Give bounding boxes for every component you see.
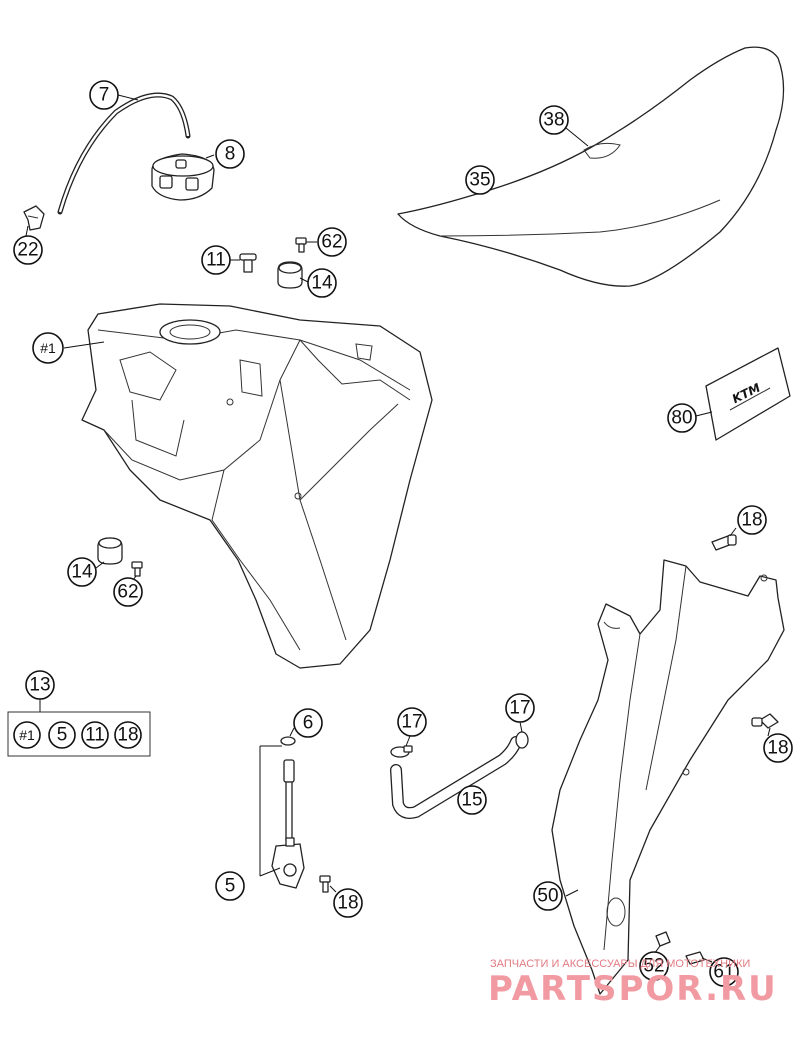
callout-35: 35 xyxy=(465,165,495,195)
callout-15-label: 15 xyxy=(461,790,482,811)
callout-13-label: 13 xyxy=(29,675,50,696)
callout-7-label: 7 xyxy=(99,85,110,106)
callout-17-right: 17 xyxy=(505,693,535,723)
kit-13-item-1: #1 xyxy=(13,721,41,749)
callout-22-label: 22 xyxy=(17,240,38,261)
callout-52-label: 52 xyxy=(643,956,664,977)
callout-18-tap: 18 xyxy=(333,888,363,918)
fuel-tank xyxy=(81,303,433,669)
callout-62-lower-label: 62 xyxy=(117,582,138,603)
hose-clamp-17-left xyxy=(390,745,413,758)
callout-5-label: 5 xyxy=(225,876,236,897)
fuel-cap xyxy=(151,153,215,201)
callout-15: 15 xyxy=(457,785,487,815)
callout-80-label: 80 xyxy=(671,408,692,429)
breather-elbow-fitting xyxy=(23,205,45,231)
callout-18-tap-label: 18 xyxy=(337,893,358,914)
leader-lines xyxy=(25,94,771,963)
hose-clamp-17-right xyxy=(515,731,529,749)
callout-62-upper-label: 62 xyxy=(321,232,342,253)
callout-1-label: #1 xyxy=(40,340,56,356)
bolt-18-right xyxy=(751,713,779,729)
callout-22: 22 xyxy=(13,235,43,265)
spacer-14-upper xyxy=(277,261,303,289)
kit-13-item-11-label: 11 xyxy=(85,725,105,746)
callout-52: 52 xyxy=(639,951,669,981)
callout-14-lower-label: 14 xyxy=(71,562,93,583)
bolt-62-lower xyxy=(131,561,143,577)
spacer-14-lower xyxy=(97,537,123,565)
callout-1: #1 xyxy=(32,332,64,364)
callout-8-label: 8 xyxy=(225,144,236,165)
side-panel xyxy=(551,559,785,995)
fuel-tap xyxy=(271,759,305,889)
callout-6-label: 6 xyxy=(303,713,314,734)
fuel-breather-hose xyxy=(57,92,191,215)
callout-61: 61 xyxy=(709,957,739,987)
bolt-18-tap xyxy=(319,875,331,893)
kit-13-item-5: 5 xyxy=(48,721,76,749)
kit-13-item-5-label: 5 xyxy=(57,725,68,746)
callout-38-label: 38 xyxy=(543,110,564,131)
fuel-hose xyxy=(390,736,522,819)
callout-18-upper-label: 18 xyxy=(741,510,762,531)
callout-14-upper: 14 xyxy=(307,268,337,298)
callout-11: 11 xyxy=(201,245,231,275)
callout-14-lower: 14 xyxy=(67,557,97,587)
callout-18-right: 18 xyxy=(763,733,793,763)
callout-17-right-label: 17 xyxy=(509,698,530,719)
o-ring xyxy=(280,736,296,746)
callout-5: 5 xyxy=(215,871,245,901)
kit-13-item-18-label: 18 xyxy=(117,725,138,746)
callout-18-right-label: 18 xyxy=(767,738,788,759)
nut-52 xyxy=(655,931,671,947)
callout-61-label: 61 xyxy=(713,962,734,983)
kit-13-item-18: 18 xyxy=(114,721,142,749)
callout-13: 13 xyxy=(25,670,55,700)
kit-13-item-1-label: #1 xyxy=(19,727,35,743)
callout-17-left-label: 17 xyxy=(401,712,422,733)
bolt-18-upper xyxy=(711,534,737,551)
seat xyxy=(397,46,785,287)
callout-50: 50 xyxy=(533,881,563,911)
callout-50-label: 50 xyxy=(537,886,558,907)
kit-13-item-11: 11 xyxy=(81,721,109,749)
callout-80: 80 xyxy=(667,403,697,433)
callout-62-lower: 62 xyxy=(113,577,143,607)
callout-6: 6 xyxy=(293,708,323,738)
bolt-62-upper xyxy=(295,237,307,253)
callout-18-upper: 18 xyxy=(737,505,767,535)
callout-35-label: 35 xyxy=(469,170,490,191)
callout-17-left: 17 xyxy=(397,707,427,737)
callout-14-upper-label: 14 xyxy=(311,273,333,294)
callout-62-upper: 62 xyxy=(317,227,347,257)
watermark-tagline: ЗАПЧАСТИ И АКСЕССУАРЫ ДЛЯ МОТОТЕХНИКИ xyxy=(490,958,750,970)
callout-8: 8 xyxy=(215,139,245,169)
callout-11-label: 11 xyxy=(206,250,226,271)
watermark-brand: PARTSPOR.RU xyxy=(488,969,778,1009)
callout-38: 38 xyxy=(539,105,569,135)
bolt-11 xyxy=(239,253,257,273)
callout-7: 7 xyxy=(89,80,119,110)
screw-61 xyxy=(685,951,705,965)
ktm-sticker: KTM xyxy=(705,347,791,441)
